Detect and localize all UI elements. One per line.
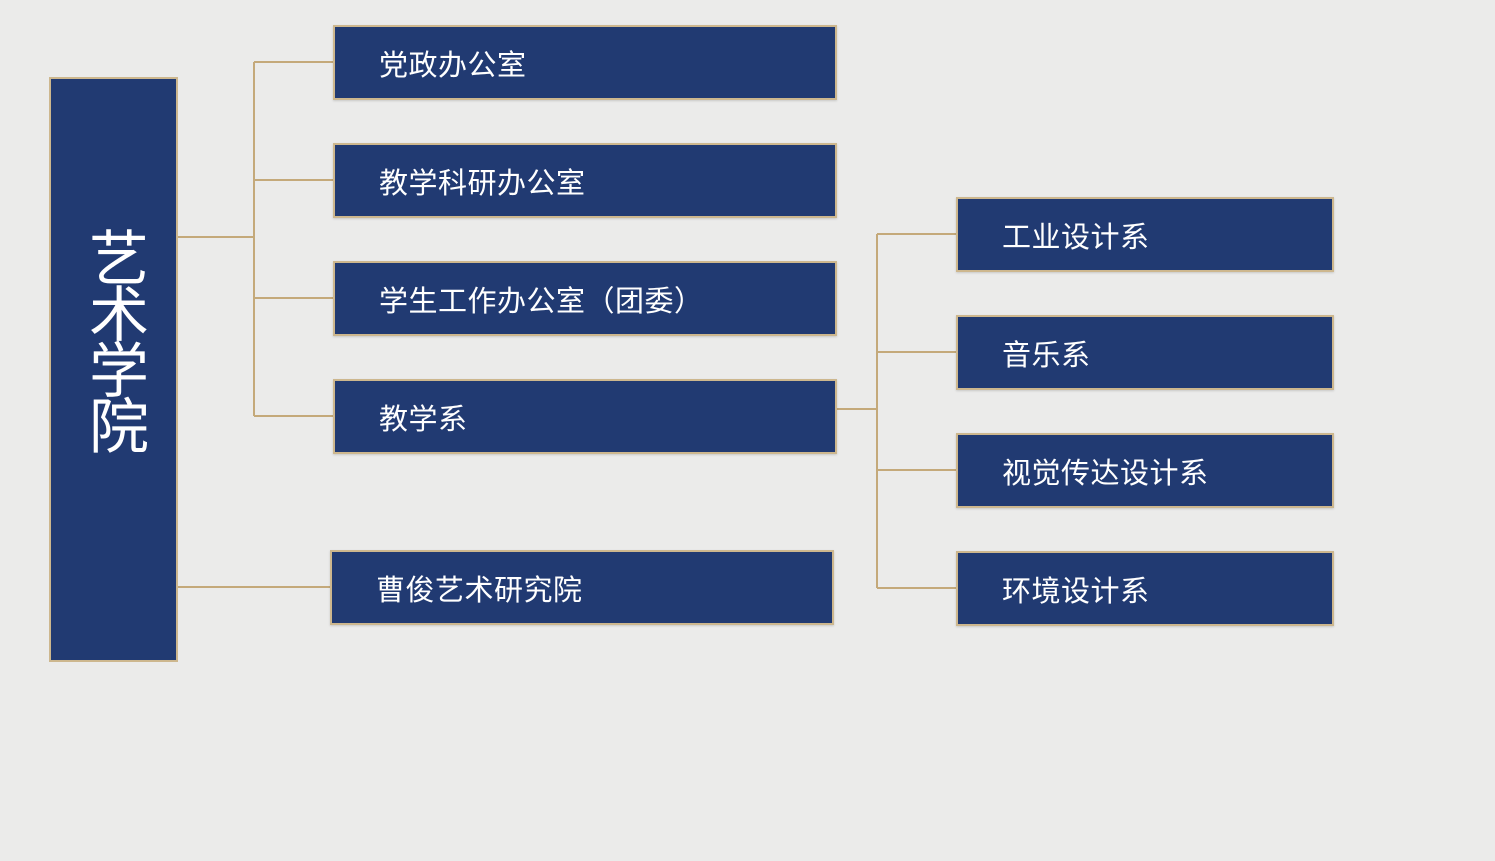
department-node-label: 音乐系 [1002,337,1091,372]
office-node-label: 党政办公室 [379,47,527,82]
institute-node-label: 曹俊艺术研究院 [376,572,583,607]
office-node-1: 党政办公室 [333,25,837,100]
department-node-label: 工业设计系 [1002,219,1150,254]
institute-node: 曹俊艺术研究院 [330,550,834,625]
office-node-2: 教学科研办公室 [333,143,837,218]
office-node-label: 学生工作办公室（团委） [379,283,704,318]
office-node-label: 教学科研办公室 [379,165,586,200]
root-node-art-college: 艺术学院 [49,77,178,662]
office-node-3: 学生工作办公室（团委） [333,261,837,336]
department-node-1: 工业设计系 [956,197,1334,272]
teaching-departments-label: 教学系 [379,401,468,436]
department-node-4: 环境设计系 [956,551,1334,626]
department-node-label: 视觉传达设计系 [1002,455,1209,490]
department-node-2: 音乐系 [956,315,1334,390]
root-node-label: 艺术学院 [78,227,149,451]
department-node-label: 环境设计系 [1002,573,1150,608]
teaching-departments-node: 教学系 [333,379,837,454]
department-node-3: 视觉传达设计系 [956,433,1334,508]
